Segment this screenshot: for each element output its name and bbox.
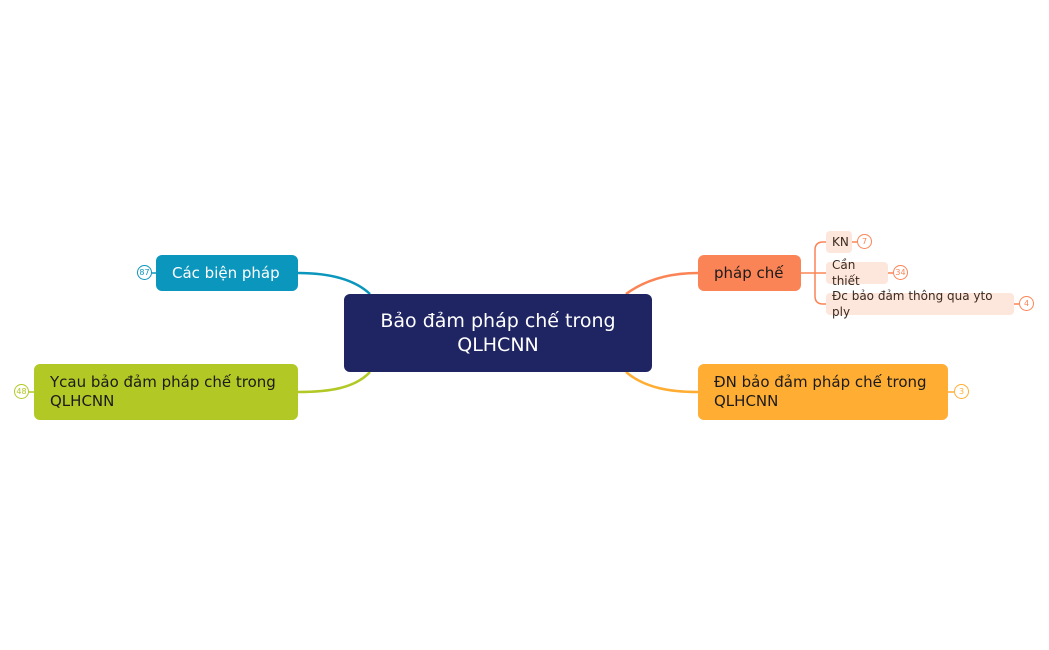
subtopic-kn[interactable]: KN — [826, 231, 852, 253]
link-dn — [625, 371, 699, 394]
topic-count-badge[interactable]: 3 — [954, 384, 969, 399]
subtopic-count-badge[interactable]: 4 — [1019, 296, 1034, 311]
link-bien-phap — [297, 271, 371, 295]
subtopic-can-thiet[interactable]: Cần thiết — [826, 258, 888, 288]
sub-links — [801, 241, 826, 305]
topic-count-badge[interactable]: 87 — [137, 265, 152, 280]
topic-cac-bien-phap[interactable]: Các biện pháp — [156, 255, 298, 291]
link-ycau — [297, 371, 371, 394]
topic-dn[interactable]: ĐN bảo đảm pháp chế trong QLHCNN — [698, 364, 948, 420]
central-topic[interactable]: Bảo đảm pháp chế trong QLHCNN — [344, 294, 652, 372]
topic-count-badge[interactable]: 48 — [14, 384, 29, 399]
subtopic-count-badge[interactable]: 7 — [857, 234, 872, 249]
subtopic-dc-bao-dam[interactable]: Đc bảo đảm thông qua yto ply — [826, 289, 1014, 319]
subtopic-count-badge[interactable]: 34 — [893, 265, 908, 280]
topic-ycau[interactable]: Ycau bảo đảm pháp chế trong QLHCNN — [34, 364, 298, 420]
link-phap-che — [625, 271, 699, 296]
topic-phap-che[interactable]: pháp chế — [698, 255, 801, 291]
